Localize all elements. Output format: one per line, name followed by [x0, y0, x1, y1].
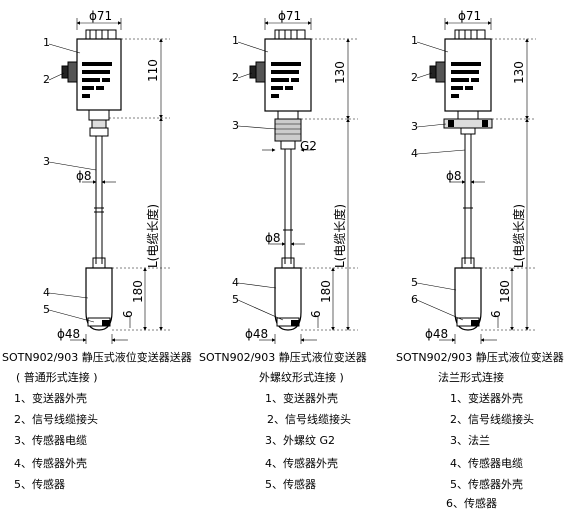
caption-item: 4、传感器外壳: [14, 457, 87, 470]
rod-dia-dim: ϕ8: [446, 169, 462, 183]
thread-dim: G2: [300, 139, 317, 153]
width-dim: ϕ71: [278, 9, 301, 23]
caption-item: 5、传感器外壳: [450, 478, 523, 491]
probe-housing: [85, 267, 113, 331]
tip-dim: 6: [121, 310, 135, 318]
caption-item: 1、变送器外壳: [14, 392, 87, 405]
transmitter-housing: [76, 38, 122, 111]
callout-3: 3: [43, 155, 50, 168]
callout-3: 3: [232, 119, 239, 132]
caption-subtitle: 外螺纹形式连接 ): [259, 371, 344, 384]
transmitter-housing: [444, 38, 492, 112]
width-dim: ϕ71: [458, 9, 481, 23]
callout-3: 3: [411, 120, 418, 133]
cable-gland: [249, 61, 266, 83]
rod-dia-dim: ϕ8: [76, 169, 92, 183]
caption-item: 5、传感器: [14, 478, 65, 491]
cable-length-dim: L(电缆长度): [511, 204, 526, 268]
callout-4: 4: [232, 276, 239, 289]
callout-1: 1: [232, 34, 239, 47]
caption-title: SOTN902/903 静压式液位变送器送器: [2, 351, 192, 364]
head-height-dim: 110: [146, 59, 160, 82]
caption-right: SOTN902/903 静压式液位变送器 法兰形式连接 1、变送器外壳 2、信号…: [396, 350, 564, 510]
callout-5: 5: [232, 293, 239, 306]
caption-item: 1、变送器外壳: [450, 392, 523, 405]
unit-middle: ϕ71 130 L(电缆长度) 180 6 G2 ϕ8 ϕ48 1 2 3: [232, 9, 358, 344]
caption-item: 6、传感器: [446, 497, 497, 510]
callout-2: 2: [43, 73, 50, 86]
cable-length-dim: L(电缆长度): [145, 204, 160, 268]
unit-left: ϕ71 110 L(电缆长度) 180 6 ϕ8 ϕ48 1 2 3 4 5: [43, 9, 170, 344]
rod-dia-dim: ϕ8: [265, 231, 281, 245]
probe-dia-dim: ϕ48: [245, 327, 268, 341]
callout-1: 1: [43, 36, 50, 49]
caption-item: 2、信号线缆接头: [450, 413, 534, 426]
caption-item: 3、传感器电缆: [14, 434, 87, 447]
callout-2: 2: [232, 71, 239, 84]
tip-dim: 6: [309, 310, 323, 318]
caption-item: 3、外螺纹 G2: [265, 434, 336, 447]
cable-gland: [61, 61, 78, 83]
caption-left: SOTN902/903 静压式液位变送器送器 ( 普通形式连接 ) 1、变送器外…: [2, 350, 192, 491]
caption-title: SOTN902/903 静压式液位变送器: [199, 351, 367, 364]
callout-4: 4: [43, 286, 50, 299]
callout-6: 6: [411, 293, 418, 306]
caption-middle: SOTN902/903 静压式液位变送器 外螺纹形式连接 ) 1、变送器外壳 2…: [199, 350, 367, 491]
caption-item: 5、传感器: [265, 478, 316, 491]
tip-dim: 6: [489, 310, 503, 318]
probe-dia-dim: ϕ48: [425, 327, 448, 341]
probe-height-dim: 180: [498, 280, 512, 303]
callout-5: 5: [411, 276, 418, 289]
probe-housing: [274, 267, 302, 331]
cable-gland: [429, 61, 446, 83]
probe-dia-dim: ϕ48: [57, 327, 80, 341]
caption-subtitle: 法兰形式连接: [438, 371, 504, 384]
probe-height-dim: 180: [131, 280, 145, 303]
head-height-dim: 130: [512, 61, 526, 84]
caption-item: 1、变送器外壳: [265, 392, 338, 405]
unit-right: ϕ71 130 L(电缆长度) 180 6 ϕ8 ϕ48 1 2 3 4 5: [411, 9, 536, 344]
caption-title: SOTN902/903 静压式液位变送器: [396, 351, 564, 364]
caption-item: 2、信号线缆接头: [14, 413, 98, 426]
probe-height-dim: 180: [319, 280, 333, 303]
probe-housing: [454, 267, 482, 331]
callout-4: 4: [411, 147, 418, 160]
caption-subtitle: ( 普通形式连接 ): [16, 371, 98, 384]
width-dim: ϕ71: [89, 9, 112, 23]
callout-1: 1: [411, 34, 418, 47]
caption-item: 2、信号线缆接头: [267, 413, 351, 426]
caption-item: 4、传感器电缆: [450, 457, 523, 470]
head-height-dim: 130: [333, 61, 347, 84]
callout-5: 5: [43, 303, 50, 316]
cable-length-dim: L(电缆长度): [332, 204, 347, 268]
callout-2: 2: [411, 71, 418, 84]
thread-g2: [274, 118, 302, 142]
caption-item: 4、传感器外壳: [265, 457, 338, 470]
caption-item: 3、法兰: [450, 434, 490, 447]
transmitter-housing: [264, 38, 312, 112]
